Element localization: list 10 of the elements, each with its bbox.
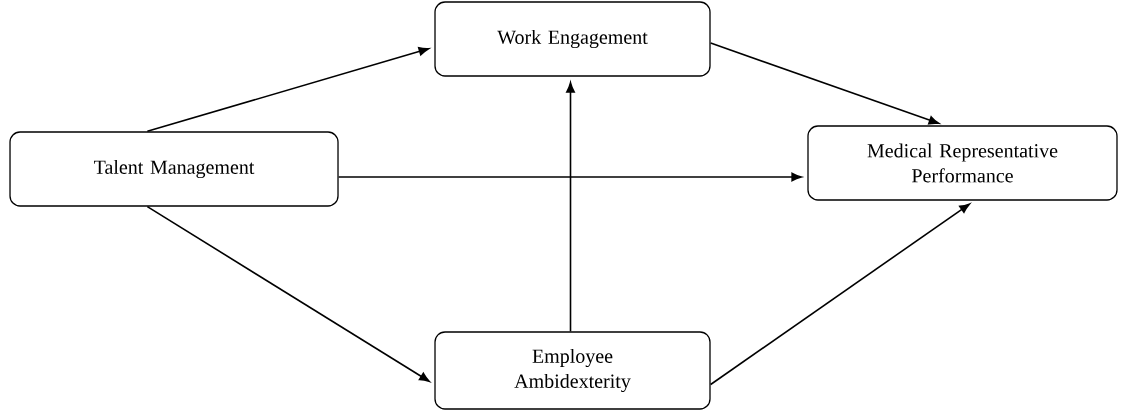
- arrow: [709, 203, 971, 386]
- concept-box: Employee Ambidexterity: [434, 331, 711, 410]
- arrow: [146, 47, 430, 133]
- arrow: [146, 205, 430, 382]
- concept-box: Work Engagement: [434, 1, 711, 77]
- arrow: [709, 42, 940, 125]
- concept-box: Medical Representative Performance: [807, 125, 1118, 201]
- concept-box: Talent Management: [9, 131, 339, 207]
- arrow: [566, 82, 575, 333]
- arrow: [337, 172, 802, 182]
